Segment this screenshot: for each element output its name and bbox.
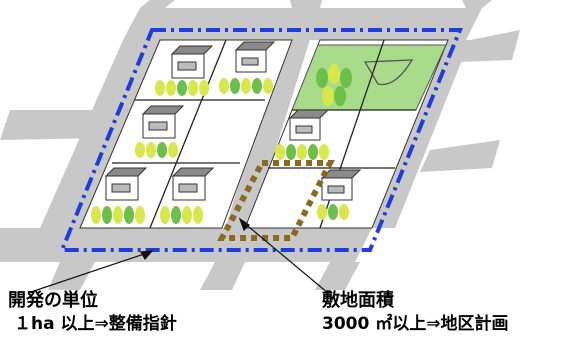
road-stub-top-middle [290, 0, 322, 8]
arrowhead-development-unit [140, 250, 154, 261]
road-stub-left-low [0, 228, 60, 262]
road-stub-bottom-right [315, 262, 360, 290]
tree-row-1 [155, 80, 209, 96]
leader-lines [27, 217, 329, 294]
trees [91, 64, 352, 224]
tree-row-6 [275, 144, 329, 160]
road-stub-right [460, 30, 520, 62]
site-area-boundary [217, 160, 335, 241]
tree-row-4 [91, 206, 145, 224]
house-7 [320, 169, 362, 201]
road-stub-right-2 [420, 140, 500, 172]
development-unit-rule: １ha 以上⇒整備指針 [14, 314, 177, 334]
site-area-title: 敷地面積 [322, 290, 394, 311]
site-area-rule: 3000 ㎡以上⇒地区計画 [322, 314, 509, 334]
house-5 [104, 167, 148, 201]
lot-line-left-v [149, 39, 227, 229]
leader-site-area [242, 221, 329, 294]
house-4 [288, 109, 330, 141]
road-stub-top-right [462, 0, 492, 8]
tree-row-7 [317, 204, 349, 220]
tree-row-2 [219, 78, 273, 94]
tree-row-5 [160, 206, 203, 224]
house-6 [171, 167, 215, 201]
road-stub-left [0, 110, 110, 140]
park-track [363, 59, 414, 86]
development-unit-title: 開発の単位 [8, 290, 98, 311]
houses [104, 41, 362, 201]
road-stub-top-left [140, 0, 175, 8]
house-1 [170, 45, 214, 79]
road-bottom [30, 228, 372, 262]
leader-development-unit [27, 251, 151, 294]
arrowhead-site-area [238, 217, 250, 232]
house-2 [234, 41, 276, 73]
development-unit-boundary [59, 28, 463, 252]
house-3 [141, 105, 185, 139]
road-stub-bottom-middle [200, 262, 245, 290]
road-stub-bottom-left [48, 262, 95, 290]
lot-lines [112, 39, 416, 229]
tree-row-park [316, 64, 352, 106]
tree-row-3 [135, 142, 178, 158]
